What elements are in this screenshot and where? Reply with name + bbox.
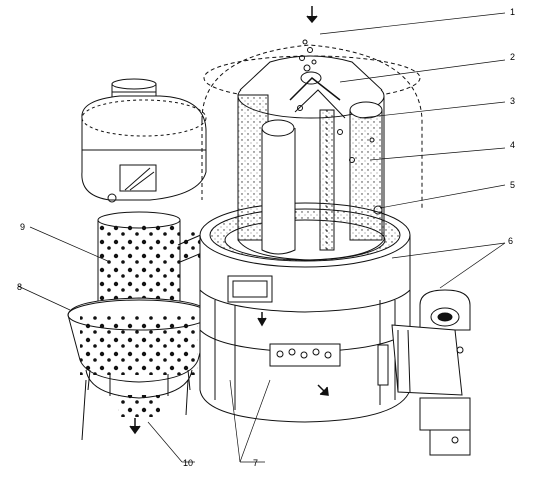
- cyclone-body: [67, 211, 211, 441]
- fan-housing: [81, 95, 207, 203]
- callout-1: 1: [510, 7, 515, 17]
- grinding-chamber: [237, 55, 385, 261]
- callout-7: 7: [253, 458, 258, 468]
- callout-3: 3: [510, 96, 515, 106]
- callout-8: 8: [17, 282, 22, 292]
- callout-2: 2: [510, 52, 515, 62]
- callout-4: 4: [510, 140, 515, 150]
- callout-labels: 1 2 3 4 5 6 7 8 9 10: [17, 7, 515, 468]
- blower-unit: [377, 289, 471, 456]
- leader-lines: [17, 12, 506, 463]
- flow-arrows: [129, 6, 329, 435]
- feed-particles: [299, 39, 317, 72]
- callout-10: 10: [183, 458, 193, 468]
- callout-5: 5: [510, 180, 515, 190]
- callout-9: 9: [20, 222, 25, 232]
- callout-6: 6: [508, 236, 513, 246]
